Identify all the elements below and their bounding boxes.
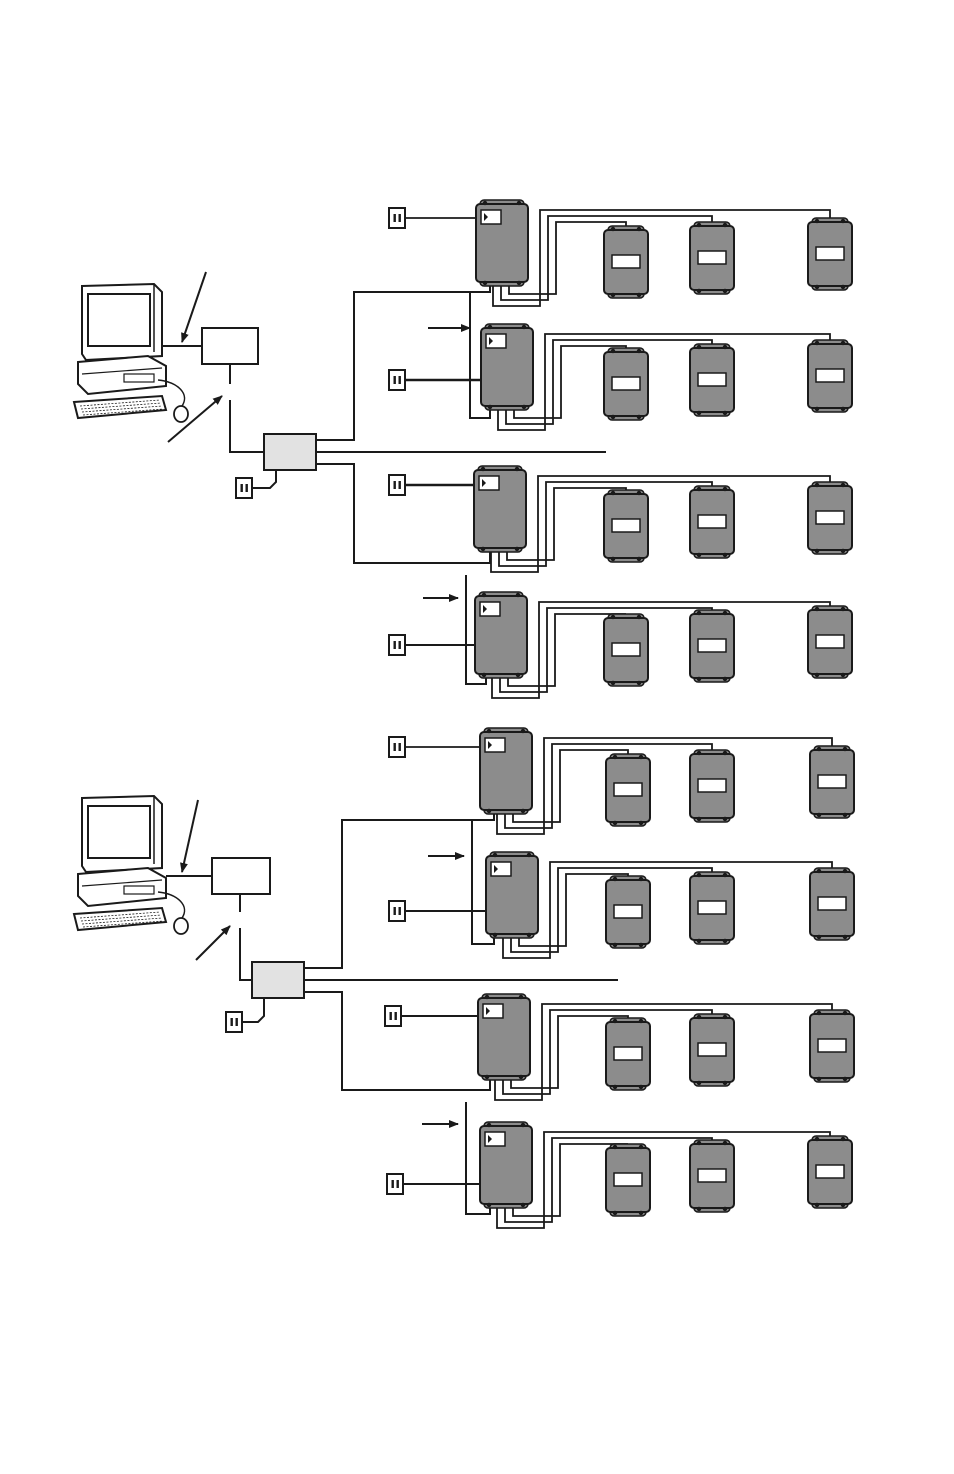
reader-wire: [491, 476, 830, 572]
card-reader-icon: [690, 610, 734, 682]
callout-arrow-icon: [196, 926, 230, 960]
power-outlet-icon: [385, 1006, 401, 1026]
reader-wire: [497, 1132, 830, 1228]
card-reader-icon: [604, 348, 648, 420]
reader-wire: [495, 1004, 832, 1100]
power-lead: [252, 470, 276, 488]
reader-wire: [498, 334, 830, 430]
reader-wire: [497, 738, 832, 834]
card-reader-icon: [690, 1140, 734, 1212]
power-outlet-icon: [389, 208, 405, 228]
card-reader-icon: [604, 614, 648, 686]
card-reader-icon: [606, 754, 650, 826]
card-reader-icon: [690, 750, 734, 822]
reader-wire: [492, 602, 830, 698]
card-reader-icon: [604, 226, 648, 298]
card-reader-icon: [606, 1018, 650, 1090]
card-reader-icon: [606, 1144, 650, 1216]
card-reader-icon: [604, 490, 648, 562]
card-reader-icon: [690, 1014, 734, 1086]
card-reader-icon: [808, 340, 852, 412]
power-outlet-icon: [387, 1174, 403, 1194]
access-controller-icon: [474, 466, 526, 552]
card-reader-icon: [808, 218, 852, 290]
power-lead: [242, 998, 264, 1022]
access-controller-icon: [481, 324, 533, 410]
card-reader-icon: [810, 868, 854, 940]
power-outlet-icon: [226, 1012, 242, 1032]
backbone-wire: [304, 810, 494, 968]
card-reader-icon: [690, 344, 734, 416]
access-controller-icon: [476, 200, 528, 286]
card-reader-icon: [690, 486, 734, 558]
power-outlet-icon: [389, 370, 405, 390]
converter-box-icon: [202, 328, 258, 364]
access-controller-icon: [486, 852, 538, 938]
access-controller-icon: [480, 728, 532, 814]
reader-wire: [493, 210, 830, 306]
power-outlet-icon: [236, 478, 252, 498]
card-reader-icon: [808, 482, 852, 554]
access-controller-icon: [475, 592, 527, 678]
card-reader-icon: [810, 1010, 854, 1082]
card-reader-icon: [690, 222, 734, 294]
computer-workstation-icon: [74, 284, 188, 422]
network-hub-icon: [252, 962, 304, 998]
power-outlet-icon: [389, 901, 405, 921]
computer-workstation-icon: [74, 796, 188, 934]
wire: [230, 400, 264, 452]
backbone-wire: [316, 284, 490, 440]
access-controller-icon: [478, 994, 530, 1080]
converter-box-icon: [212, 858, 270, 894]
callout-arrow-icon: [182, 800, 198, 872]
wire: [240, 928, 252, 980]
reader-wire: [503, 862, 832, 958]
card-reader-icon: [808, 606, 852, 678]
power-outlet-icon: [389, 737, 405, 757]
card-reader-icon: [690, 872, 734, 944]
card-reader-icon: [808, 1136, 852, 1208]
card-reader-icon: [606, 876, 650, 948]
card-reader-icon: [810, 746, 854, 818]
network-hub-icon: [264, 434, 316, 470]
power-outlet-icon: [389, 635, 405, 655]
power-outlet-icon: [389, 475, 405, 495]
access-controller-icon: [480, 1122, 532, 1208]
